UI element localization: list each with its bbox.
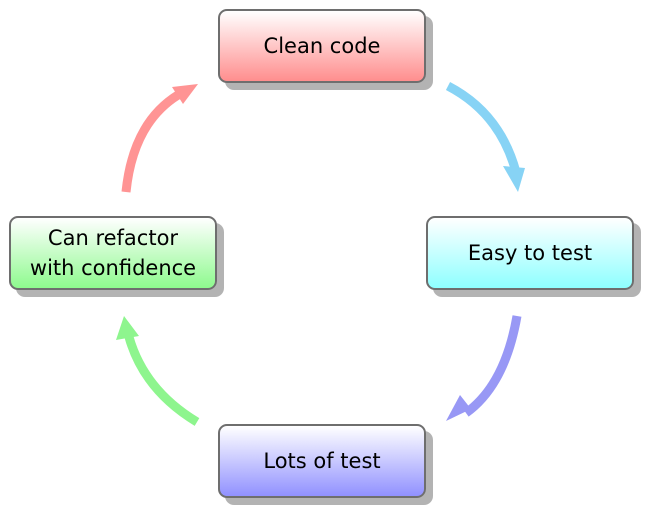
- node-easy-to-test-label: Easy to test: [467, 241, 593, 265]
- node-can-refactor-label: Can refactor with confidence: [29, 226, 197, 280]
- arrow-lots-of-test-to-can-refactor: [116, 316, 200, 426]
- arrow-head: [503, 166, 525, 192]
- arrow-head: [446, 395, 471, 421]
- node-lots-of-test: Lots of test: [218, 424, 426, 498]
- node-can-refactor: Can refactor with confidence: [9, 216, 217, 290]
- arrow-head: [172, 84, 198, 104]
- arrow-shaft: [124, 335, 200, 426]
- node-clean-code: Clean code: [218, 9, 426, 83]
- arrow-shaft: [121, 91, 181, 193]
- arrow-can-refactor-to-clean-code: [121, 84, 198, 193]
- arrow-shaft: [463, 315, 522, 417]
- arrow-shaft: [445, 82, 521, 174]
- node-clean-code-label: Clean code: [263, 34, 381, 58]
- arrow-head: [116, 316, 139, 340]
- arrow-clean-code-to-easy-to-test: [445, 82, 525, 192]
- node-easy-to-test: Easy to test: [426, 216, 634, 290]
- node-lots-of-test-label: Lots of test: [263, 449, 381, 473]
- arrow-easy-to-test-to-lots-of-test: [446, 315, 522, 421]
